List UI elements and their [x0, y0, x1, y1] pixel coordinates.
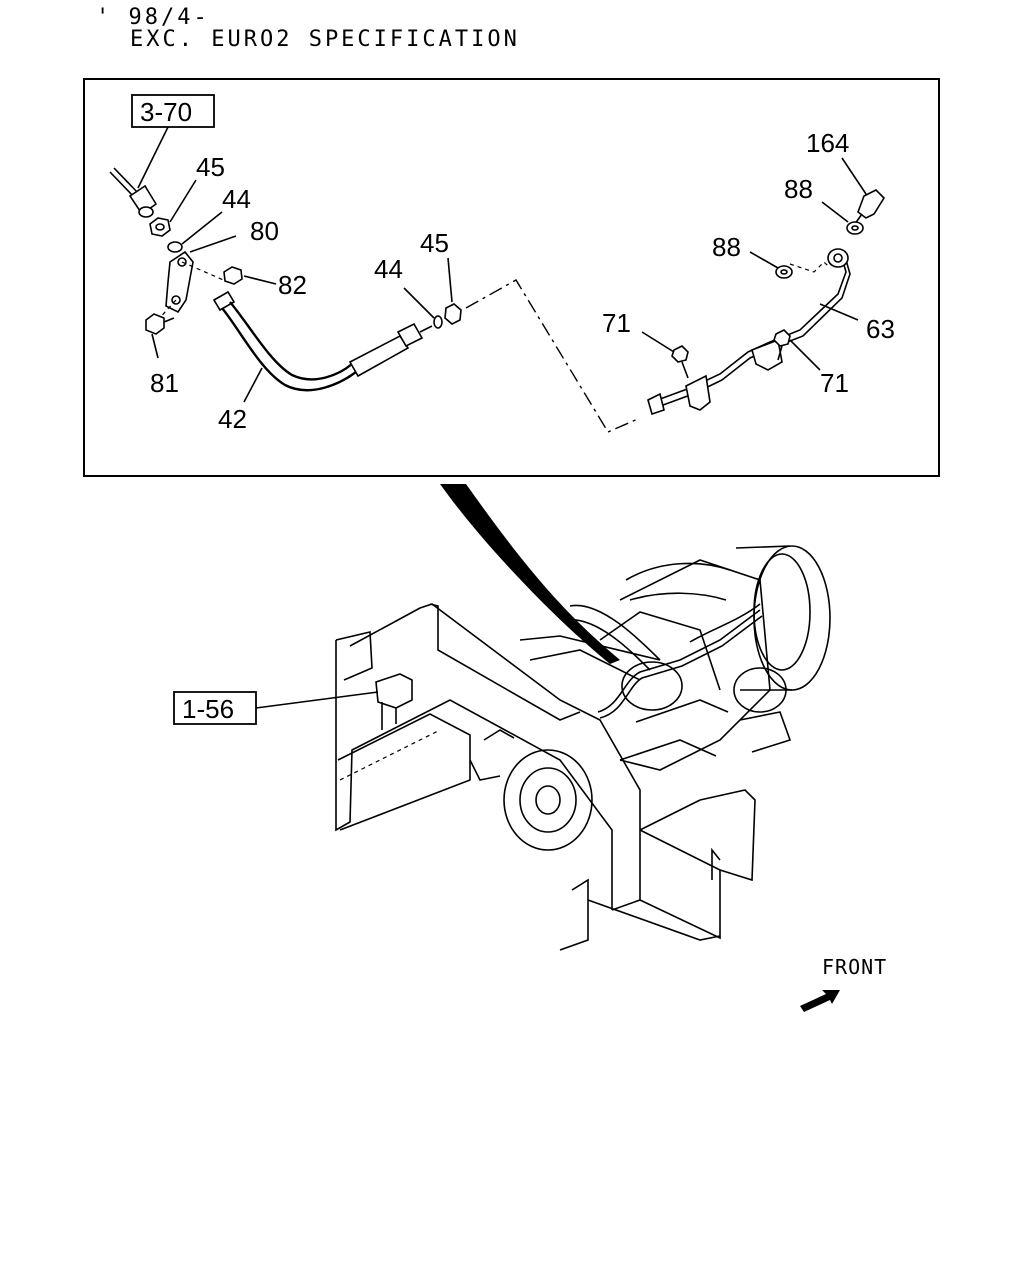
callout-63: 63 [866, 314, 895, 344]
callout-88-lower: 88 [712, 232, 741, 262]
callout-80: 80 [250, 216, 279, 246]
part-71-bolt-right[interactable] [773, 329, 791, 361]
callout-42: 42 [218, 404, 247, 434]
ref-box-1-56[interactable]: 1-56 [173, 691, 257, 725]
connection-line [465, 279, 641, 433]
callout-71-left: 71 [602, 308, 631, 338]
ref-label-3-70: 3-70 [140, 97, 192, 127]
callout-45-right: 45 [420, 228, 449, 258]
ref-label-1-56: 1-56 [182, 694, 234, 724]
part-45-nut-right[interactable] [444, 303, 462, 325]
callout-82: 82 [278, 270, 307, 300]
front-label: FRONT [822, 955, 887, 979]
callout-81: 81 [150, 368, 179, 398]
part-81-bolt[interactable] [145, 313, 175, 335]
detail-frame [83, 78, 940, 477]
date-code: ' 98/4- [96, 5, 210, 30]
callout-44-right: 44 [374, 254, 403, 284]
specification-title: EXC. EURO2 SPECIFICATION [130, 27, 520, 52]
engine-chassis-illustration [335, 545, 831, 951]
callout-45-left: 45 [196, 152, 225, 182]
part-63-pipe[interactable] [647, 257, 851, 416]
part-44-washer-right[interactable] [433, 315, 443, 329]
part-88-washer-lower[interactable] [775, 265, 793, 279]
callout-44-left: 44 [222, 184, 251, 214]
part-45-nut-left[interactable] [149, 217, 171, 237]
part-82-nut[interactable] [223, 266, 243, 285]
front-arrow-icon [800, 990, 840, 1012]
callout-164: 164 [806, 128, 849, 158]
callout-71-right: 71 [820, 368, 849, 398]
ref-box-3-70[interactable]: 3-70 [131, 94, 215, 128]
callout-88-upper: 88 [784, 174, 813, 204]
part-80-bracket[interactable] [165, 250, 194, 314]
part-44-washer-left[interactable] [167, 241, 183, 253]
sensor-fitting[interactable] [109, 167, 158, 218]
detail-leader [440, 484, 620, 664]
part-88-washer-upper[interactable] [846, 221, 864, 235]
banjo-fitting[interactable] [827, 248, 849, 268]
part-71-bolt-left[interactable] [671, 345, 689, 379]
part-42-hose[interactable] [212, 290, 433, 392]
